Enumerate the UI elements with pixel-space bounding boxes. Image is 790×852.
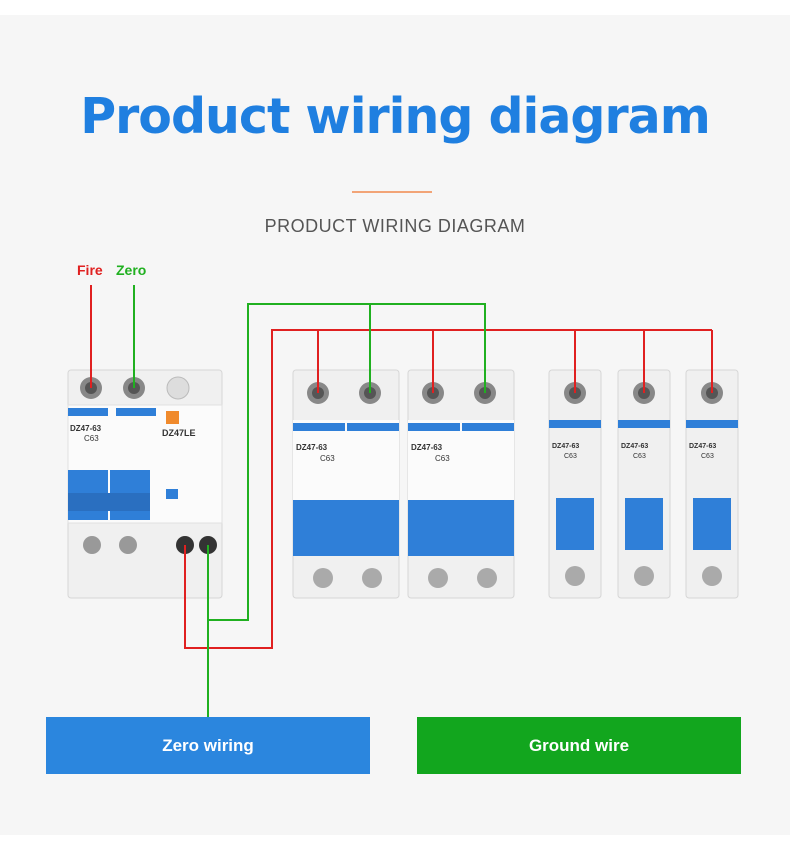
breaker-2p-1: DZ47-63 C63 [292,369,400,599]
test-button [166,489,178,499]
rcbo-breaker: DZ47-63 C63 DZ47LE [67,369,223,599]
breaker-model: DZ47-63 [689,443,716,450]
breaker-rating: C63 [320,454,335,463]
breaker-model: DZ47-63 [552,443,579,450]
breaker-toggle [693,498,731,550]
breaker-rating: C63 [701,453,714,460]
fire-label: Fire [77,262,103,278]
breaker-rating: C63 [564,453,577,460]
zero-wiring-label: Zero wiring [46,717,370,774]
title-divider [352,191,432,193]
zero-label: Zero [116,262,147,278]
breaker-toggle [293,500,399,556]
breaker-1p-3: DZ47-63 C63 [685,369,739,599]
breaker-rating: C63 [435,454,450,463]
rcbo-rating: C63 [84,434,99,443]
breaker-toggle [408,500,514,556]
breaker-rating: C63 [633,453,646,460]
breaker-toggle [556,498,594,550]
breaker-1p-1: DZ47-63 C63 [548,369,602,599]
breaker-model: DZ47-63 [411,443,443,452]
breaker-model: DZ47-63 [621,443,648,450]
zero-bus-wire [207,303,486,621]
breaker-toggle [625,498,663,550]
fire-bus-wire [184,329,712,649]
page-subtitle: PRODUCT WIRING DIAGRAM [264,216,526,236]
breaker-1p-2: DZ47-63 C63 [617,369,671,599]
rcbo-model: DZ47-63 [70,424,102,433]
rcbo-le-model: DZ47LE [162,428,196,438]
ground-wire-label: Ground wire [417,717,741,774]
breaker-model: DZ47-63 [296,443,328,452]
breaker-2p-2: DZ47-63 C63 [407,369,515,599]
page-title: Product wiring diagram [80,88,711,145]
